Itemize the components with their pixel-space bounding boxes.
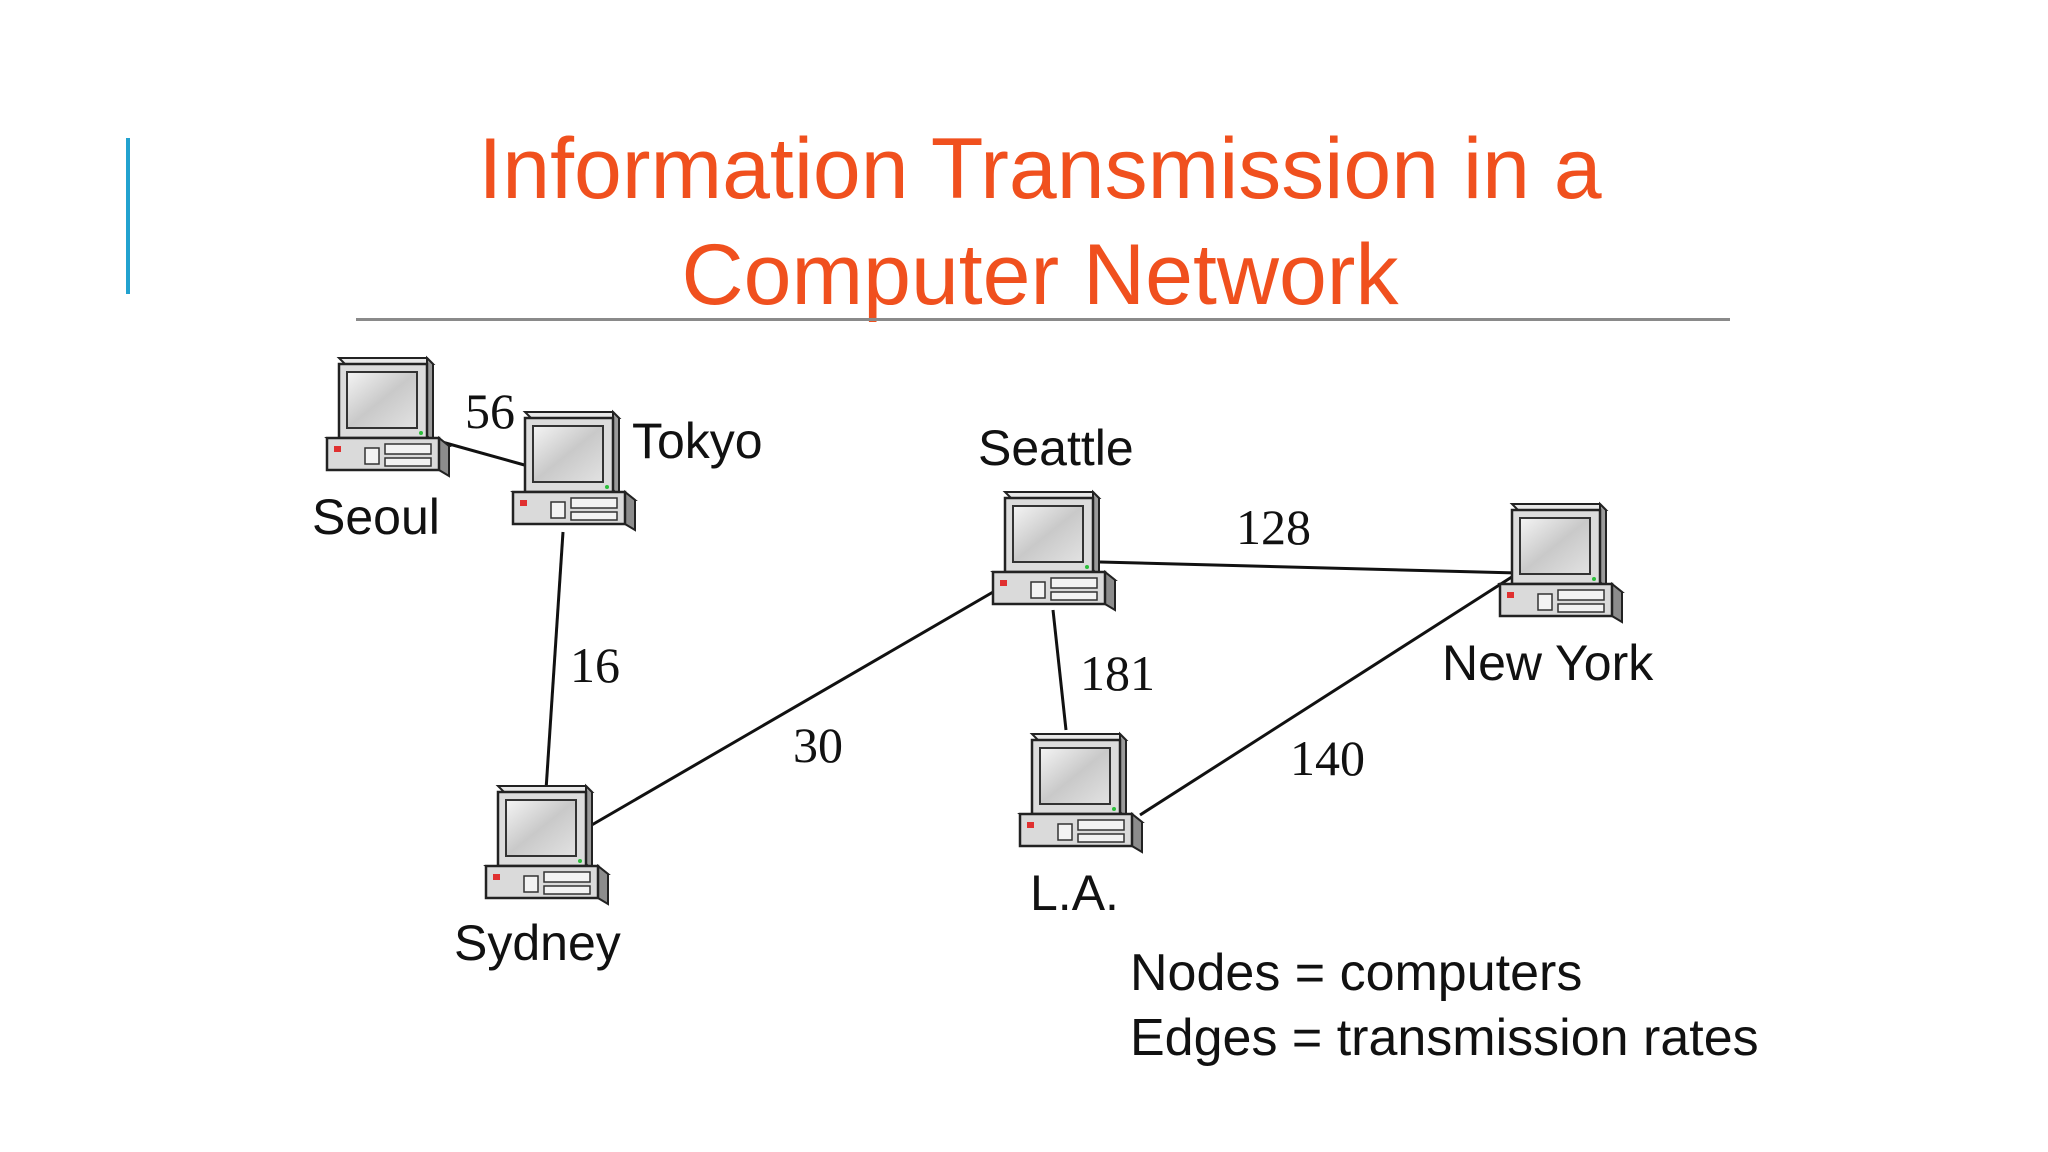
edge-weight-la-newyork: 140 — [1290, 730, 1365, 786]
legend-nodes: Nodes = computers — [1130, 944, 1582, 1002]
node-label-seoul: Seoul — [312, 489, 440, 545]
edge-sydney-seattle — [589, 586, 1001, 828]
legend-edges: Edges = transmission rates — [1130, 1009, 1759, 1067]
desktop-computer-icon — [325, 356, 451, 478]
title-divider — [356, 318, 1730, 321]
edge-weight-seattle-la: 181 — [1080, 645, 1155, 701]
edge-seoul-tokyo — [441, 440, 529, 468]
node-label-newyork: New York — [1442, 635, 1654, 691]
desktop-computer-icon — [511, 410, 637, 532]
computer-newyork — [1498, 502, 1624, 624]
edge-seattle-la — [1051, 609, 1068, 731]
edge-tokyo-sydney — [544, 531, 565, 791]
title-line-2: Computer Network — [681, 227, 1399, 323]
node-label-tokyo: Tokyo — [632, 413, 763, 469]
computer-seattle — [991, 490, 1117, 612]
edge-weight-tokyo-sydney: 16 — [570, 637, 620, 693]
edge-la-newyork — [1139, 571, 1519, 817]
computer-seoul — [325, 356, 451, 478]
desktop-computer-icon — [484, 784, 610, 906]
edge-weight-sydney-seattle: 30 — [793, 717, 843, 773]
accent-bar — [126, 138, 130, 294]
node-label-la: L.A. — [1030, 865, 1119, 921]
edge-seattle-newyork — [1099, 560, 1519, 575]
computer-la — [1018, 732, 1144, 854]
node-label-seattle: Seattle — [978, 420, 1134, 476]
node-label-sydney: Sydney — [454, 915, 621, 971]
desktop-computer-icon — [991, 490, 1117, 612]
edge-weight-seattle-newyork: 128 — [1236, 499, 1311, 555]
edge-weight-seoul-tokyo: 56 — [465, 383, 515, 439]
slide-title: Information Transmission in a Computer N… — [330, 116, 1750, 328]
desktop-computer-icon — [1018, 732, 1144, 854]
edges — [441, 440, 1519, 828]
desktop-computer-icon — [1498, 502, 1624, 624]
title-line-1: Information Transmission in a — [478, 121, 1602, 217]
computer-tokyo — [511, 410, 637, 532]
computer-sydney — [484, 784, 610, 906]
